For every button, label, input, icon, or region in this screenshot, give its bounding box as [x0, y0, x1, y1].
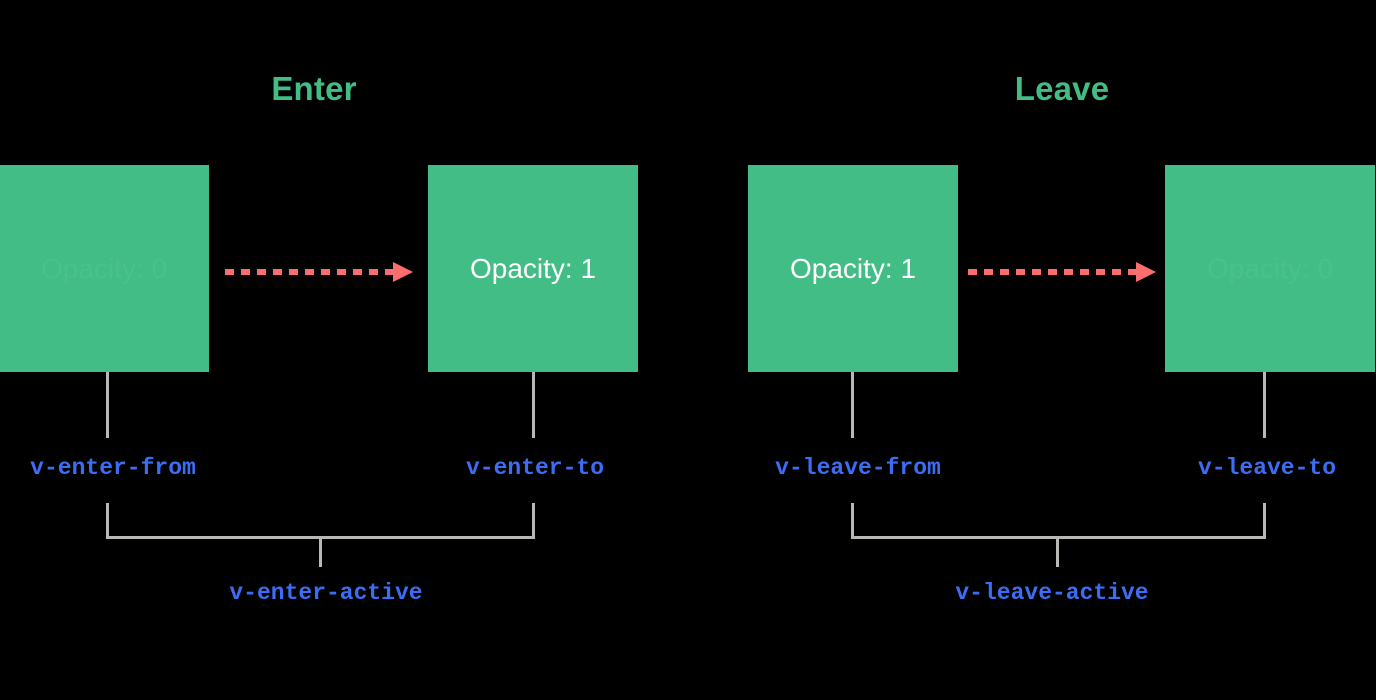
- class-label-v-leave-active: v-leave-active: [955, 580, 1149, 606]
- transition-arrow-enter: [225, 262, 413, 282]
- brace-stem-leave-active: [1056, 539, 1059, 567]
- state-box-leave-from: Opacity: 1: [748, 165, 958, 372]
- state-box-enter-to: Opacity: 1: [428, 165, 638, 372]
- class-label-v-enter-from: v-enter-from: [30, 455, 196, 481]
- arrow-head-icon: [1136, 262, 1156, 282]
- arrow-head-icon: [393, 262, 413, 282]
- state-box-enter-to-label: Opacity: 1: [469, 252, 597, 284]
- class-label-v-enter-active: v-enter-active: [229, 580, 423, 606]
- section-title-leave: Leave: [1014, 70, 1110, 107]
- arrow-shaft-icon: [968, 269, 1138, 275]
- state-box-leave-to: Opacity: 0: [1165, 165, 1375, 372]
- class-label-v-leave-from: v-leave-from: [775, 455, 941, 481]
- state-box-leave-to-label: Opacity: 0: [1207, 254, 1333, 283]
- section-title-enter: Enter: [271, 70, 357, 107]
- brace-stem-enter-active: [319, 539, 322, 567]
- class-label-v-leave-to: v-leave-to: [1197, 455, 1337, 481]
- class-label-v-enter-to: v-enter-to: [465, 455, 605, 481]
- transition-arrow-leave: [968, 262, 1156, 282]
- state-box-leave-from-label: Opacity: 1: [789, 252, 917, 284]
- brace-leave-active: [851, 503, 1266, 539]
- brace-enter-active: [106, 503, 535, 539]
- connector-tick-enter-from: [106, 372, 109, 438]
- arrow-shaft-icon: [225, 269, 395, 275]
- connector-tick-leave-to: [1263, 372, 1266, 438]
- state-box-enter-from-label: Opacity: 0: [41, 254, 167, 283]
- connector-tick-leave-from: [851, 372, 854, 438]
- connector-tick-enter-to: [532, 372, 535, 438]
- state-box-enter-from: Opacity: 0: [0, 165, 209, 372]
